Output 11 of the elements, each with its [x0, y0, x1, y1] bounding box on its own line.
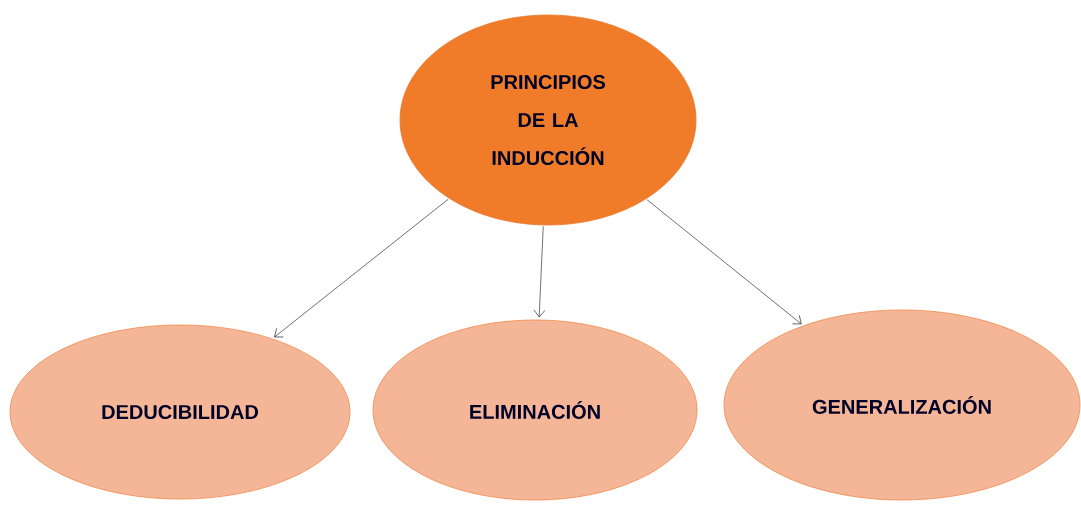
arrow	[274, 198, 449, 338]
node-label: ELIMINACIÓN	[470, 401, 600, 419]
arrow	[646, 199, 802, 325]
node-label: DEDUCIBILIDAD	[102, 404, 259, 420]
ellipse-node	[372, 319, 698, 501]
ellipse-node	[9, 324, 351, 500]
node-label: GENERALIZACIÓN	[812, 396, 991, 414]
ellipse-node	[399, 14, 697, 226]
arrow	[533, 226, 546, 318]
ellipse-node	[723, 309, 1081, 501]
node-label: PRINCIPIOS DE LA INDUCCIÓN	[491, 74, 605, 166]
